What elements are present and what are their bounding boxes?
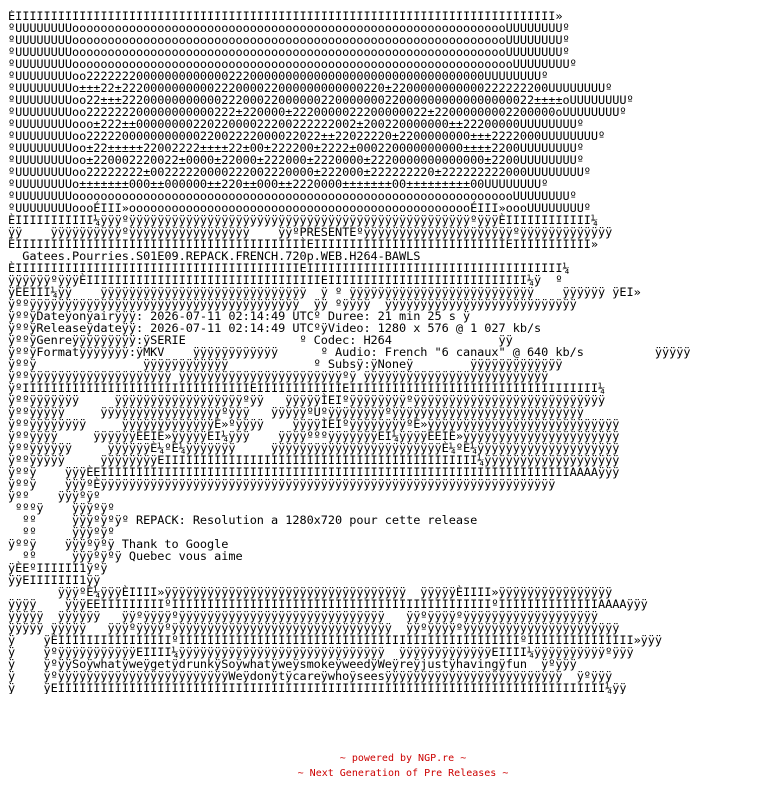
footer-tagline: ~ Next Generation of Pre Releases ~ (297, 768, 509, 779)
footer-powered-by: ~ powered by NGP.re ~ (339, 753, 467, 764)
nfo-ascii-art: ÉIIIIIIIIIIIIIIIIIIIIIIIIIIIIIIIIIIIIIII… (8, 10, 691, 694)
